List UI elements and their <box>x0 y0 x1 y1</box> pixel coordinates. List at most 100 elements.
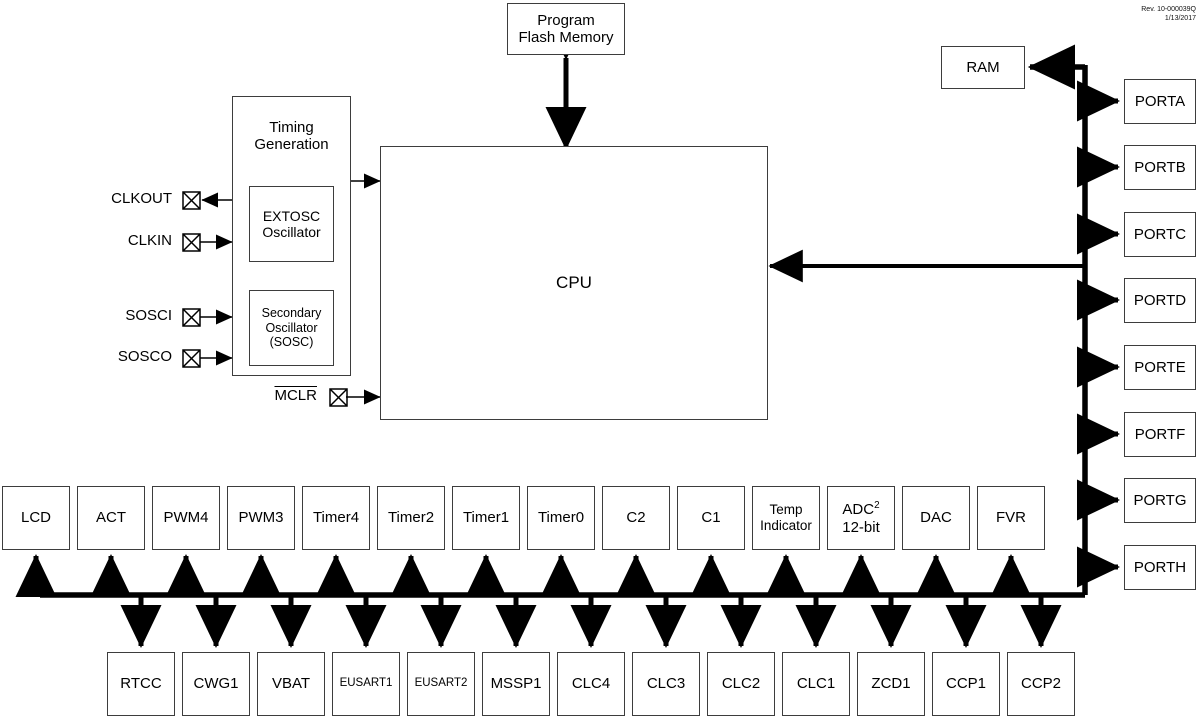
peripheral-block: LCD <box>2 486 70 550</box>
peripheral-label: PWM3 <box>238 509 284 527</box>
program-flash-line2: Flash Memory <box>518 29 614 46</box>
peripheral-label: VBAT <box>271 675 311 693</box>
port-block-c: PORTC <box>1124 212 1196 257</box>
peripheral-label: CLC2 <box>721 675 761 693</box>
adc-superscript: 2 <box>874 500 880 512</box>
port-arrows <box>1077 80 1121 588</box>
peripheral-block: Timer0 <box>527 486 595 550</box>
pin-label-mclr: MCLR <box>274 387 317 404</box>
ram-block: RAM <box>941 46 1025 89</box>
extosc-line2: Oscillator <box>262 224 321 240</box>
peripheral-label: Timer4 <box>312 509 360 527</box>
program-flash-memory-block: Program Flash Memory <box>507 3 625 55</box>
peripheral-label: LCD <box>20 509 51 527</box>
peripheral-label: EUSART1 <box>339 677 393 690</box>
temp-indicator-line1: Temp <box>769 502 803 518</box>
peripheral-label: CLC3 <box>646 675 686 693</box>
port-label-d: PORTD <box>1133 291 1187 309</box>
peripheral-block-temp-indicator: Temp Indicator <box>752 486 820 550</box>
peripheral-label: EUSART2 <box>414 677 468 690</box>
peripheral-label: CCP2 <box>1020 675 1061 693</box>
port-block-b: PORTB <box>1124 145 1196 190</box>
peripheral-block: Timer2 <box>377 486 445 550</box>
peripheral-label: C1 <box>701 509 721 527</box>
peripheral-block: Timer4 <box>302 486 370 550</box>
peripheral-block: ACT <box>77 486 145 550</box>
peripheral-label: Timer2 <box>387 509 435 527</box>
sosc-line1: Secondary <box>261 306 322 321</box>
revision-date: 1/13/2017 <box>1164 15 1196 23</box>
peripheral-label: CWG1 <box>193 675 239 693</box>
peripheral-block: FVR <box>977 486 1045 550</box>
peripheral-bottom-arrows <box>120 595 1062 649</box>
peripheral-block: CLC4 <box>557 652 625 716</box>
peripheral-label: DAC <box>920 509 952 527</box>
program-flash-line1: Program <box>537 11 595 29</box>
peripheral-block: CCP2 <box>1007 652 1075 716</box>
port-block-h: PORTH <box>1124 545 1196 590</box>
pin-label-clkin: CLKIN <box>127 232 172 249</box>
peripheral-block: CLC2 <box>707 652 775 716</box>
port-block-d: PORTD <box>1124 278 1196 323</box>
extosc-line1: EXTOSC <box>262 207 321 224</box>
peripheral-block: PWM4 <box>152 486 220 550</box>
peripheral-label: ACT <box>96 509 126 527</box>
cpu-label: CPU <box>556 273 592 293</box>
peripheral-block: C2 <box>602 486 670 550</box>
adc-line1: ADC2 <box>842 500 880 519</box>
temp-indicator-line2: Indicator <box>760 518 812 533</box>
peripheral-block: CLC3 <box>632 652 700 716</box>
peripheral-block: VBAT <box>257 652 325 716</box>
peripheral-label: RTCC <box>120 675 162 693</box>
peripheral-label: C2 <box>626 509 646 527</box>
peripheral-block: PWM3 <box>227 486 295 550</box>
peripheral-block: RTCC <box>107 652 175 716</box>
sosc-line2: Oscillator <box>265 320 318 335</box>
peripheral-block: CWG1 <box>182 652 250 716</box>
timing-generation-title: Timing Generation <box>233 119 350 154</box>
timing-line1: Timing <box>269 119 314 136</box>
port-label-f: PORTF <box>1134 425 1186 443</box>
ram-label: RAM <box>966 58 1000 76</box>
port-block-g: PORTG <box>1124 478 1196 523</box>
peripheral-label: Timer0 <box>537 509 585 527</box>
pin-label-clkout: CLKOUT <box>111 190 172 207</box>
port-label-g: PORTG <box>1133 491 1187 509</box>
peripheral-label: CLC4 <box>571 675 611 693</box>
timing-line2: Generation <box>254 136 329 154</box>
peripheral-label: CLC1 <box>796 675 836 693</box>
adc-line2: 12-bit <box>842 518 880 536</box>
peripheral-block: EUSART2 <box>407 652 475 716</box>
peripheral-label: Timer1 <box>462 509 510 527</box>
port-label-h: PORTH <box>1133 558 1187 576</box>
secondary-oscillator-block: Secondary Oscillator (SOSC) <box>249 290 334 366</box>
peripheral-block-adc: ADC2 12-bit <box>827 486 895 550</box>
peripheral-block: EUSART1 <box>332 652 400 716</box>
extosc-oscillator-block: EXTOSC Oscillator <box>249 186 334 262</box>
peripheral-top-arrows <box>15 553 1032 597</box>
peripheral-block: C1 <box>677 486 745 550</box>
port-block-e: PORTE <box>1124 345 1196 390</box>
cpu-block: CPU <box>380 146 768 420</box>
port-block-a: PORTA <box>1124 79 1196 124</box>
peripheral-block: MSSP1 <box>482 652 550 716</box>
pin-label-sosci: SOSCI <box>125 307 172 324</box>
port-label-c: PORTC <box>1133 225 1187 243</box>
peripheral-label: MSSP1 <box>490 675 542 693</box>
revision-stamp: Rev. 10-000039Q 1/13/2017 <box>1141 5 1196 24</box>
pin-symbols <box>182 191 348 407</box>
sosc-line3: (SOSC) <box>269 335 314 350</box>
port-label-b: PORTB <box>1134 158 1186 176</box>
peripheral-label: CCP1 <box>945 675 986 693</box>
peripheral-block: CLC1 <box>782 652 850 716</box>
peripheral-block: Timer1 <box>452 486 520 550</box>
peripheral-block: ZCD1 <box>857 652 925 716</box>
port-label-a: PORTA <box>1134 92 1186 110</box>
peripheral-label: FVR <box>996 509 1026 527</box>
peripheral-block: CCP1 <box>932 652 1000 716</box>
peripheral-block: DAC <box>902 486 970 550</box>
peripheral-label: PWM4 <box>163 509 209 527</box>
revision-id: Rev. 10-000039Q <box>1141 6 1196 13</box>
